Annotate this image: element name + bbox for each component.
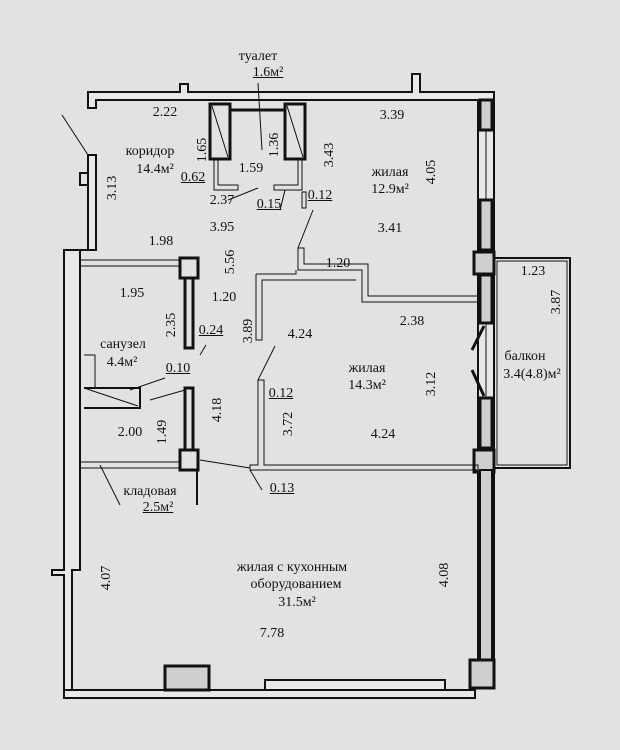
room-name-balcony: балкон — [504, 349, 546, 364]
outer-wall-left — [51, 154, 97, 691]
room-area-toilet: 1.6м² — [252, 65, 284, 80]
wall-bathroom-top — [178, 256, 200, 280]
dimension: 1.20 — [211, 290, 237, 305]
room-area-storage: 2.5м² — [142, 500, 174, 515]
dimension: 0.12 — [268, 386, 294, 401]
dimension: 0.10 — [165, 361, 191, 376]
room-name-corridor: коридор — [125, 144, 175, 159]
room-area-living2: 14.3м² — [348, 378, 386, 393]
dimension: 3.43 — [322, 142, 337, 168]
dimension: 0.12 — [307, 188, 333, 203]
dimension: 5.56 — [223, 249, 238, 275]
room-name-living2: жилая — [348, 361, 386, 376]
dimension: 4.18 — [210, 397, 225, 423]
dimension: 1.20 — [325, 256, 351, 271]
outer-wall-bottom — [63, 689, 476, 699]
dimension: 3.12 — [424, 371, 439, 397]
room-name-living1: жилая — [371, 165, 409, 180]
room-name-toilet: туалет — [238, 49, 278, 64]
dimension: 0.24 — [198, 323, 224, 338]
dimension: 2.00 — [117, 425, 143, 440]
outer-wall — [87, 73, 495, 109]
dimension: 4.05 — [424, 159, 439, 185]
room-area-living1: 12.9м² — [371, 182, 409, 197]
room-name-bathroom: санузел — [100, 337, 146, 352]
dimension: 0.15 — [256, 197, 282, 212]
room-name-kitchen-living-2: оборудованием — [250, 577, 342, 592]
dimension: 0.62 — [180, 170, 206, 185]
dimension: 1.95 — [119, 286, 145, 301]
room-name-storage: кладовая — [123, 484, 177, 499]
room-area-kitchen-living: 31.5м² — [278, 595, 316, 610]
dimension: 4.24 — [370, 427, 396, 442]
dimension: 1.98 — [148, 234, 174, 249]
dimension: 4.07 — [99, 565, 114, 591]
dimension: 4.08 — [437, 562, 452, 588]
shaft-left — [208, 102, 232, 161]
dimension: 2.37 — [209, 193, 235, 208]
dimension: 2.22 — [152, 105, 178, 120]
balcony-outline — [493, 257, 571, 469]
dimension: 2.38 — [399, 314, 425, 329]
shaft-right — [283, 102, 307, 161]
dimension: 1.65 — [195, 137, 210, 163]
room-area-corridor: 14.4м² — [136, 162, 174, 177]
dimension: 4.24 — [287, 327, 313, 342]
dimension: 1.36 — [267, 132, 282, 158]
dimension: 3.89 — [241, 318, 256, 344]
dimension: 3.13 — [105, 175, 120, 201]
dimension: 0.13 — [269, 481, 295, 496]
room-area-balcony: 3.4(4.8)м² — [503, 367, 561, 382]
dimension: 3.41 — [377, 221, 403, 236]
dimension: 1.23 — [520, 264, 546, 279]
dimension: 3.95 — [209, 220, 235, 235]
room-area-bathroom: 4.4м² — [106, 355, 138, 370]
dimension: 3.72 — [281, 411, 296, 437]
dimension: 2.35 — [164, 312, 179, 338]
dimension: 7.78 — [259, 626, 285, 641]
dimension: 3.87 — [549, 289, 564, 315]
dimension: 3.39 — [379, 108, 405, 123]
dimension: 1.59 — [238, 161, 264, 176]
dimension: 1.49 — [155, 419, 170, 445]
room-name-kitchen-living-1: жилая с кухонным — [236, 560, 348, 575]
